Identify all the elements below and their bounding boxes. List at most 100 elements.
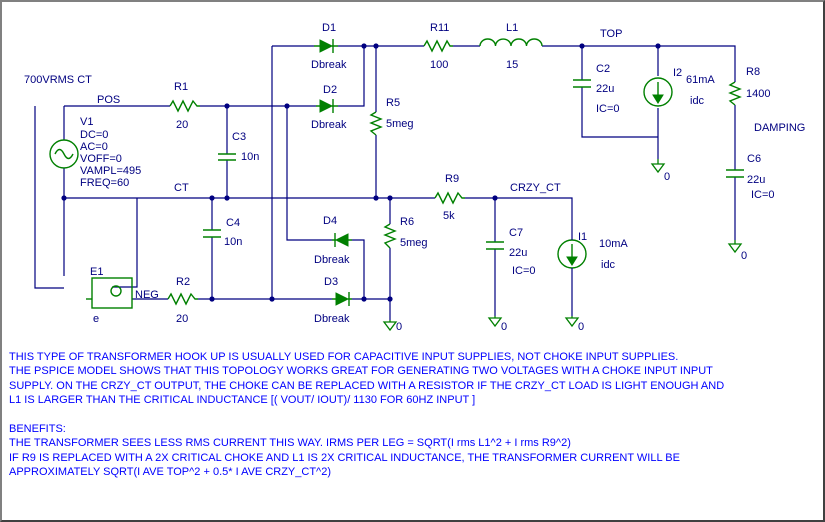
label-i1: I1 [578,231,587,243]
label-gnd-4: 0 [501,321,507,333]
resistor-r8[interactable] [728,62,742,106]
label-i2-type: idc [690,95,705,107]
label-gnd-1: 0 [664,171,670,183]
label-e1: E1 [90,266,103,278]
label-c3: C3 [232,131,246,143]
note-line: THIS TYPE OF TRANSFORMER HOOK UP IS USUA… [9,351,679,363]
note-line [9,408,817,422]
label-net-pos: POS [97,94,120,106]
label-c6-value: 22u [747,174,765,186]
label-v1-vampl: VAMPL=495 [80,165,141,177]
ground-3 [382,320,398,332]
label-v1-dc: DC=0 [80,129,108,141]
label-i2: I2 [673,67,682,79]
note-line: APPROXIMATELY SQRT(I AVE TOP^2 + 0.5* I … [9,466,331,479]
note-line: SUPPLY. ON THE CRZY_CT OUTPUT, THE CHOKE… [9,379,725,392]
label-r8: R8 [746,66,760,78]
label-net-ct: CT [174,182,189,194]
capacitor-c6[interactable] [726,169,744,178]
component-labels: D1 Dbreak D2 Dbreak D4 Dbreak D3 Dbreak … [24,22,805,333]
label-c7-value: 22u [509,247,527,259]
label-r11-value: 100 [430,59,448,71]
label-c7: C7 [509,227,523,239]
note-line: THE PSPICE MODEL SHOWS THAT THIS TOPOLOG… [9,365,713,378]
label-net-top: TOP [600,28,622,40]
resistor-r2[interactable] [167,292,198,306]
note-line: L1 IS LARGER THAN THE CRITICAL INDUCTANC… [9,394,476,407]
ac-voltage-source-v1[interactable] [49,139,79,169]
label-i2-value: 61mA [686,74,715,86]
label-c6-ic: IC=0 [751,189,775,201]
capacitor-c3[interactable] [218,153,236,161]
label-r9-value: 5k [443,210,455,222]
capacitor-c2[interactable] [573,79,591,88]
label-d2-model: Dbreak [311,119,347,131]
notes-text-block: THIS TYPE OF TRANSFORMER HOOK UP IS USUA… [9,350,817,480]
capacitor-c7[interactable] [486,241,504,250]
label-c2: C2 [596,63,610,75]
label-r11: R11 [430,22,449,34]
current-source-i1[interactable] [557,234,587,274]
label-l1-value: 15 [506,59,518,71]
note-line: THE TRANSFORMER SEES LESS RMS CURRENT TH… [9,437,571,450]
ground-2 [727,240,743,254]
label-c4-value: 10n [224,236,242,248]
label-r2-value: 20 [176,313,188,325]
label-transformer: 700VRMS CT [24,74,92,86]
label-v1-freq: FREQ=60 [80,177,129,189]
label-c6: C6 [747,153,761,165]
diode-d2[interactable] [316,99,338,113]
junctions [61,43,661,302]
label-r5-value: 5meg [386,118,414,130]
label-r8-value: 1400 [746,88,770,100]
label-d3: D3 [324,276,338,288]
label-v1-voff: VOFF=0 [80,153,122,165]
vcvs-e1[interactable] [86,277,133,309]
label-e1-sub: e [93,313,99,325]
current-source-i2[interactable] [643,77,673,107]
label-d1: D1 [322,22,336,34]
label-net-crzy-ct: CRZY_CT [510,182,561,194]
note-line: IF R9 IS REPLACED WITH A 2X CRITICAL CHO… [9,451,680,464]
label-c3-value: 10n [241,151,259,163]
label-l1: L1 [506,22,518,34]
ground-4 [487,316,503,328]
label-i1-type: idc [601,259,616,271]
label-i1-value: 10mA [599,238,628,250]
label-gnd-5: 0 [578,321,584,333]
label-c2-value: 22u [596,83,614,95]
diode-d1[interactable] [314,39,338,53]
label-r1: R1 [174,81,188,93]
label-v1-ac: AC=0 [80,141,108,153]
wires [34,45,736,320]
resistor-r5[interactable] [369,111,383,136]
capacitor-c4[interactable] [203,229,221,238]
ground-1 [650,159,666,174]
resistor-r6[interactable] [383,223,397,249]
label-net-neg: NEG [135,289,159,301]
label-damping: DAMPING [754,122,805,134]
label-d4-model: Dbreak [314,254,350,266]
label-v1: V1 [80,116,93,128]
label-d1-model: Dbreak [311,59,347,71]
label-r2: R2 [176,276,190,288]
label-c2-ic: IC=0 [596,103,620,115]
note-line: BENEFITS: [9,423,66,436]
inductor-l1[interactable] [479,38,543,47]
label-c7-ic: IC=0 [512,265,536,277]
resistor-r11[interactable] [423,39,453,53]
label-d2: D2 [323,84,337,96]
label-r1-value: 20 [176,119,188,131]
resistor-r1[interactable] [169,99,200,113]
diode-d3[interactable] [332,292,352,306]
label-gnd-2: 0 [741,250,747,262]
label-r6-value: 5meg [400,237,428,249]
ground-5 [564,316,580,328]
diode-d4[interactable] [332,233,352,247]
label-d4: D4 [323,215,337,227]
resistor-r9[interactable] [434,191,465,205]
label-gnd-3: 0 [396,321,402,333]
label-r5: R5 [386,97,400,109]
